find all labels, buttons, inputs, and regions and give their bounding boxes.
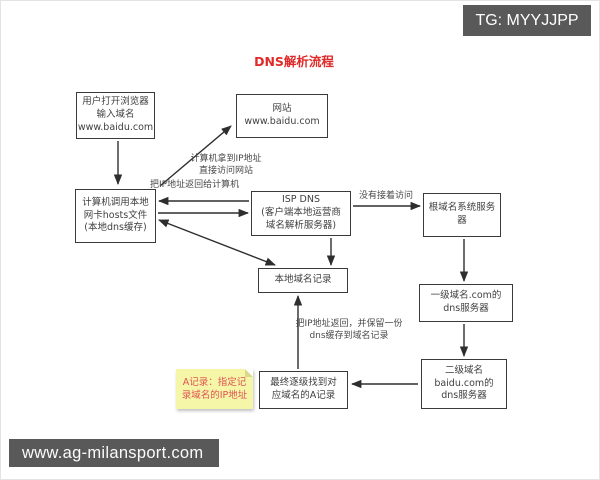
sticky-note-a-record-definition: A记录：指定记 录域名的IP地址 [176,369,253,409]
telegram-watermark-badge: TG: MYYJJPP [463,5,591,36]
node-final-a-record: 最终逐级找到对 应域名的A记录 [259,371,348,409]
edge-label-no-access: 没有接着访问 [358,191,413,201]
node-local-domain-records: 本地域名记录 [258,268,348,293]
site-url-watermark: www.ag-milansport.com [9,439,219,467]
node-website: 网站 www.baidu.com [236,94,328,138]
node-tld-dns-server: 一级域名.com的 dns服务器 [419,284,513,322]
node-local-hosts-file: 计算机调用本地 网卡hosts文件 (本地dns缓存) [75,189,156,243]
node-root-dns-server: 根域名系统服务 器 [423,193,501,237]
edge-label-return-ip: 把IP地址返回给计算机 [150,180,240,190]
page-title: DNS解析流程 [254,54,334,69]
node-second-level-dns-server: 二级域名 baidu.com的 dns服务器 [421,359,507,409]
edge-label-direct-access: 计算机拿到IP地址 直接访问网站 [190,154,262,177]
edge-label-return-and-cache: 把IP地址返回，并保留一份 dns缓存到域名记录 [295,319,403,342]
node-isp-dns: ISP DNS (客户端本地运营商 域名解析服务器) [251,191,351,236]
node-user-browser: 用户打开浏览器 输入域名 www.baidu.com [76,92,155,139]
